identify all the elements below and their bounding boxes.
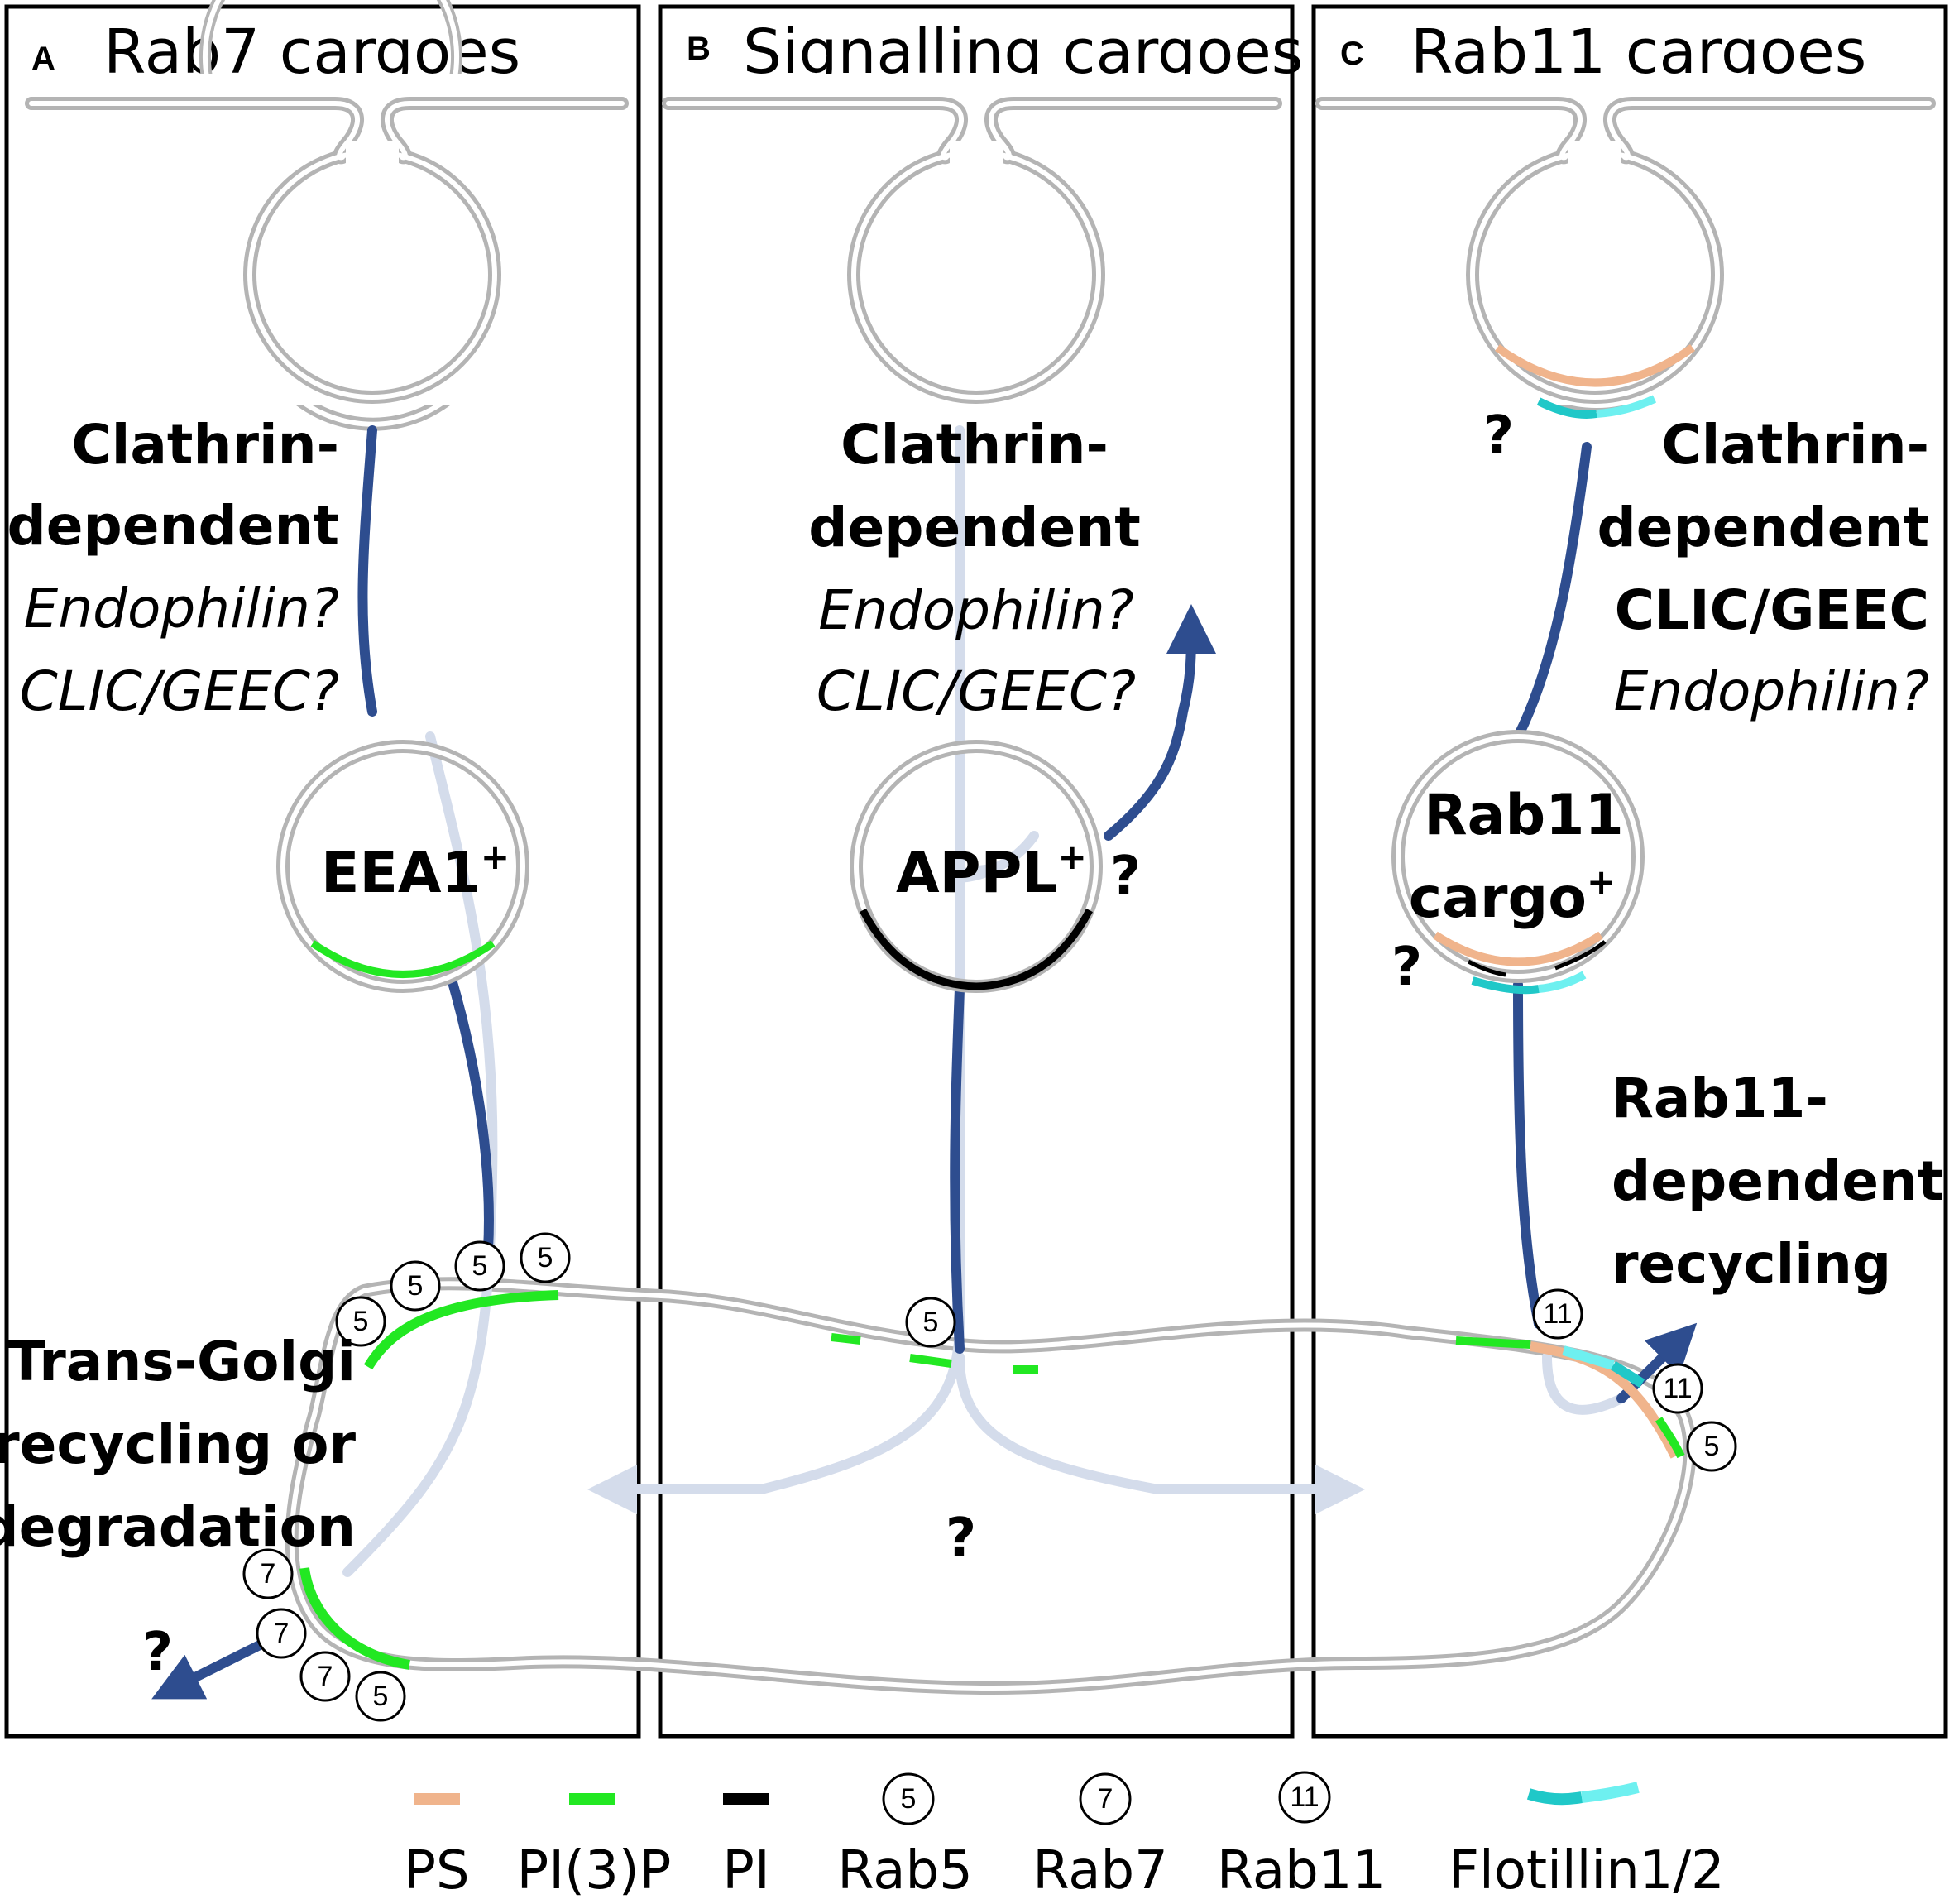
rab7-marker: 7 [256,1608,307,1659]
rab5-marker: 5 [390,1260,441,1312]
panel-a-route-italic-2: CLIC/GEEC? [20,659,339,723]
rab5-marker: 5 [335,1296,386,1347]
rab7-marker: 7 [299,1651,351,1702]
panel-b-route-italic-1: Endophilin? [818,578,1133,642]
legend-rab5-label: Rab5 [837,1840,973,1902]
svg-text:5: 5 [353,1306,369,1337]
rab11-marker: 11 [1532,1288,1583,1340]
panel-b-route-bold-1: Clathrin- [841,413,1109,477]
panel-a-route-italic-1: Endophilin? [24,577,339,640]
panel-c-outcome-3: recycling [1612,1232,1891,1296]
panel-c-route-bold-2: dependent [1597,496,1929,559]
legend: PS PI(3)P PI 5 Rab5 7 Rab7 11 Rab11 Flot… [404,1771,1725,1902]
pit-covers [12,74,1941,405]
legend-flotillin-swatch [1526,1788,1583,1806]
ps-patch-pit [1495,343,1695,387]
panel-a-outcome-3: degradation [0,1495,356,1559]
vesicle-eea1 [276,740,529,993]
svg-text:11: 11 [1543,1298,1572,1330]
panel-c-letter: C [1340,36,1364,72]
panel-c-route-bold-3: CLIC/GEEC [1615,578,1929,642]
svg-text:5: 5 [538,1242,553,1273]
vesicle-appl [850,740,1103,993]
panel-a-frame [4,4,641,1739]
svg-text:7: 7 [274,1618,290,1649]
flotillin-patch-pit [1536,397,1597,419]
svg-text:5: 5 [1704,1431,1720,1462]
rab5-marker: 5 [905,1297,956,1348]
legend-rab5-number: 5 [901,1783,917,1815]
legend-pi3p-label: PI(3)P [517,1840,672,1902]
legend-rab11-icon [1278,1771,1331,1824]
flotillin-light-patch-pit [1596,395,1657,418]
panel-c-frame [1311,4,1948,1739]
vesicle-rab11-label-2: cargo+ [1409,861,1616,931]
rab5-marker: 5 [355,1671,406,1722]
legend-rab7-icon [1079,1772,1132,1825]
panel-a-letter: A [31,41,55,77]
legend-rab7-number: 7 [1098,1783,1113,1815]
svg-text:7: 7 [318,1661,333,1692]
legend-rab7-label: Rab7 [1032,1840,1168,1902]
panel-c-route-bold-1: Clathrin- [1661,413,1929,477]
rab5-marker: 5 [520,1232,571,1283]
svg-text:5: 5 [373,1681,389,1712]
panel-a-outcome-2: recycling or [0,1412,356,1476]
legend-rab11-label: Rab11 [1217,1840,1386,1902]
panel-c-route-italic-1: Endophilin? [1614,659,1929,723]
panel-b-question-right: ? [1110,846,1141,907]
panel-a-outcome-1: Trans-Golgi [7,1330,356,1393]
rab7-marker: 7 [242,1548,294,1599]
legend-rab11-number: 11 [1290,1782,1319,1813]
panel-a-route-bold-1: Clathrin- [71,413,339,477]
rab5-marker: 5 [454,1240,505,1292]
rab-markers: 5 5 5 5 7 7 7 5 5 11 11 5 [242,1232,1737,1722]
rab11-marker: 11 [1652,1363,1703,1414]
panel-b-letter: B [687,31,711,67]
panel-b-route-bold-2: dependent [808,496,1141,559]
panel-a-route-bold-2: dependent [7,494,339,558]
svg-text:5: 5 [408,1270,424,1302]
legend-flotillin-label: Flotillin1/2 [1449,1840,1725,1902]
panel-b-question-bottom: ? [946,1508,976,1569]
svg-text:5: 5 [472,1250,488,1282]
vesicle-rab11 [1391,730,1645,995]
legend-ps-label: PS [404,1840,469,1902]
panel-c-outcome-2: dependent [1612,1149,1944,1213]
legend-flotillin-swatch-light [1581,1782,1640,1803]
svg-text:5: 5 [923,1307,939,1338]
vesicle-eea1-label: EEA1+ [321,837,510,906]
svg-text:11: 11 [1663,1373,1692,1404]
panel-c-outcome-1: Rab11- [1612,1067,1828,1130]
legend-rab5-icon [882,1772,935,1825]
rab5-marker: 5 [1686,1421,1737,1472]
panel-c-question-top: ? [1483,405,1514,467]
endosome-patches [299,1290,1685,1670]
clathrin-pits [25,97,1936,404]
vesicle-appl-label: APPL+ [896,837,1087,906]
vesicle-rab11-label-1: Rab11 [1424,783,1624,848]
panel-c-question-vesicle: ? [1391,937,1422,998]
panel-b-route-italic-2: CLIC/GEEC? [817,659,1136,723]
svg-text:7: 7 [261,1558,276,1590]
panel-a-question: ? [142,1622,173,1683]
legend-pi-label: PI [722,1840,769,1902]
panel-b-frame [658,4,1295,1739]
sorting-endosome [285,1277,1697,1695]
